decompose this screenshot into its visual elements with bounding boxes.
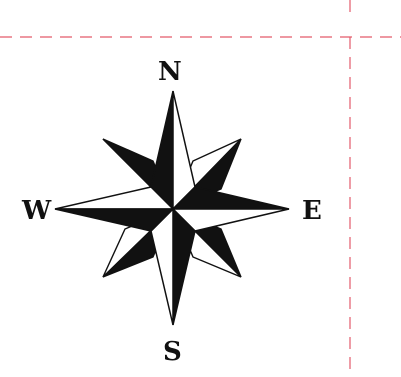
west-label: W [21,196,52,226]
east-label: E [302,196,322,226]
west-point-bottom [55,209,173,231]
south-label: S [163,337,182,367]
cardinal-points [55,91,289,325]
west-point-top [55,187,173,209]
compass-rose-icon [55,91,289,325]
north-label: N [158,57,182,87]
